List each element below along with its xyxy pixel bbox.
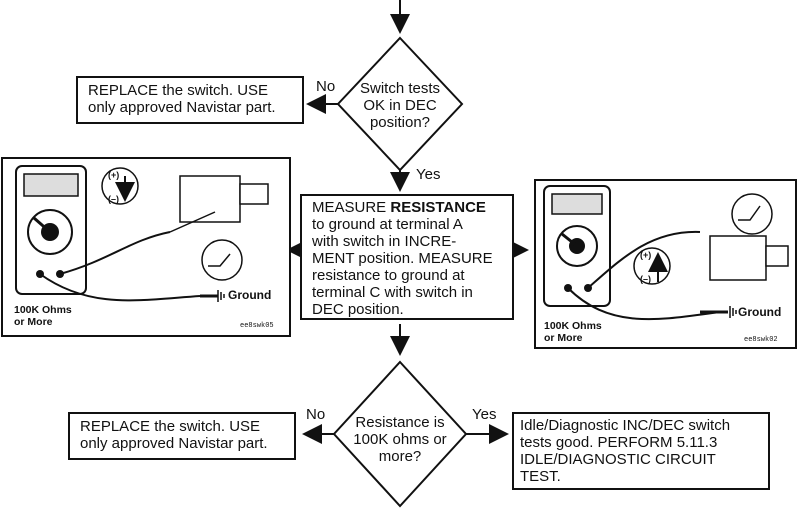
measure-box-line: MENT position. MEASURE bbox=[312, 250, 493, 267]
left-ohms-line: or More bbox=[14, 316, 53, 328]
result-box-line: IDLE/DIAGNOSTIC CIRCUIT bbox=[520, 451, 716, 468]
decision1-line: OK in DEC bbox=[363, 97, 437, 114]
measure-box-line: resistance to ground at bbox=[312, 267, 465, 284]
switch-good-box: Idle/Diagnostic INC/DEC switch tests goo… bbox=[512, 412, 770, 490]
decision2-line: Resistance is bbox=[355, 414, 445, 431]
decision-diamond-2 bbox=[332, 360, 468, 508]
left-ohms-label: 100K Ohms or More bbox=[14, 304, 72, 328]
replace-box-1-line: only approved Navistar part. bbox=[88, 99, 276, 116]
right-ohms-line: 100K Ohms bbox=[544, 320, 602, 332]
right-plus-label: (+) bbox=[640, 250, 652, 260]
decision1-no-label: No bbox=[316, 78, 336, 95]
decision2-text: Resistance is 100K ohms or more? bbox=[346, 414, 454, 465]
left-plus-label: (+) bbox=[108, 170, 120, 180]
measure-box-heading: MEASURE RESISTANCE bbox=[312, 199, 502, 216]
right-ohms-label: 100K Ohms or More bbox=[544, 320, 602, 344]
replace-switch-box-2: REPLACE the switch. USE only approved Na… bbox=[68, 412, 296, 460]
replace-box-1-line: REPLACE the switch. USE bbox=[88, 82, 269, 99]
decision1-text: Switch tests OK in DEC position? bbox=[352, 80, 448, 131]
measure-box-line: DEC position. bbox=[312, 301, 404, 318]
right-multimeter-illustration bbox=[534, 179, 797, 349]
measure-resistance-box: MEASURE RESISTANCE to ground at terminal… bbox=[300, 194, 514, 320]
replace-switch-box-1: REPLACE the switch. USE only approved Na… bbox=[76, 76, 304, 124]
left-ohms-line: 100K Ohms bbox=[14, 304, 72, 316]
decision1-yes-label: Yes bbox=[416, 166, 441, 183]
measure-prefix: MEASURE bbox=[312, 199, 391, 216]
replace-box-2-line: only approved Navistar part. bbox=[80, 435, 268, 452]
decision2-no-label: No bbox=[306, 406, 326, 423]
decision2-line: 100K ohms or bbox=[353, 431, 447, 448]
result-box-line: Idle/Diagnostic INC/DEC switch bbox=[520, 417, 731, 434]
decision2-yes-label: Yes bbox=[472, 406, 497, 423]
measure-box-line: with switch in INCRE- bbox=[312, 233, 457, 250]
measure-bold-word: RESISTANCE bbox=[390, 199, 486, 216]
measure-box-line: to ground at terminal A bbox=[312, 216, 463, 233]
right-ohms-line: or More bbox=[544, 332, 583, 344]
right-minus-label: (–) bbox=[640, 274, 651, 284]
result-box-line: TEST. bbox=[520, 468, 561, 485]
right-figure-code: ee8swk02 bbox=[744, 336, 778, 344]
right-ground-label: Ground bbox=[738, 305, 782, 319]
left-ground-label: Ground bbox=[228, 288, 272, 302]
left-figure-code: ee8swk05 bbox=[240, 322, 274, 330]
result-box-line: tests good. PERFORM 5.11.3 bbox=[520, 434, 718, 451]
decision2-line: more? bbox=[378, 448, 422, 465]
replace-box-2-line: REPLACE the switch. USE bbox=[80, 418, 261, 435]
left-multimeter-illustration bbox=[1, 157, 291, 337]
measure-box-line: terminal C with switch in bbox=[312, 284, 473, 301]
decision1-line: position? bbox=[369, 114, 431, 131]
left-minus-label: (–) bbox=[108, 194, 119, 204]
decision1-line: Switch tests bbox=[359, 80, 441, 97]
